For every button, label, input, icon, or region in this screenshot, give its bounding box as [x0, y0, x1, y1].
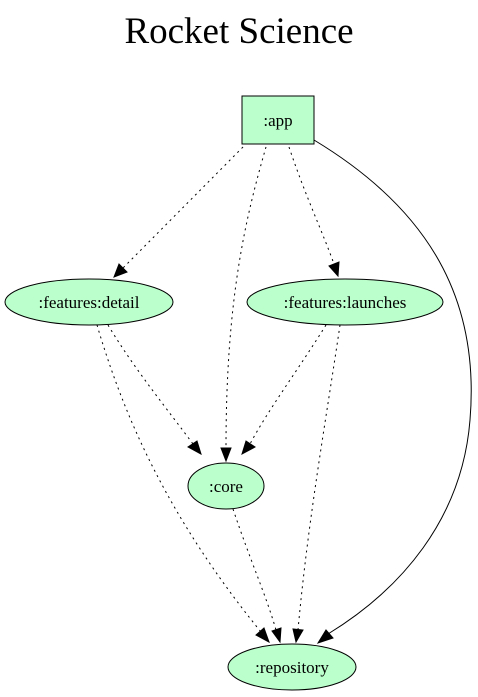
- node-shape: [227, 643, 357, 691]
- arrowhead-icon: [113, 263, 128, 278]
- node-label: :app: [263, 111, 292, 130]
- edge-line: [232, 508, 277, 631]
- node-shape: [241, 95, 315, 145]
- arrowhead-icon: [271, 627, 282, 644]
- edge-core-to-repository: [232, 508, 282, 644]
- edge-app-to-features-launches: [288, 146, 340, 278]
- node-core[interactable]: :core: [187, 462, 265, 510]
- node-app[interactable]: :app: [241, 95, 315, 145]
- edge-features-launches-to-core: [241, 324, 327, 456]
- node-label: :core: [209, 477, 243, 496]
- edge-line: [249, 324, 327, 445]
- edge-line: [288, 146, 335, 265]
- arrowhead-icon: [187, 440, 202, 456]
- edge-line: [107, 324, 194, 445]
- nodes-layer: :app :features:detail :features:launches :c…: [4, 95, 444, 691]
- edge-app-to-repository: [313, 139, 472, 644]
- arrowhead-icon: [328, 261, 340, 278]
- edge-app-to-features-detail: [113, 146, 244, 278]
- arrowhead-icon: [220, 447, 232, 463]
- edge-app-to-core: [220, 146, 267, 463]
- node-features-detail[interactable]: :features:detail: [4, 278, 174, 326]
- edge-features-detail-to-repository: [96, 324, 270, 644]
- node-shape: [4, 278, 174, 326]
- edges-layer: [96, 139, 472, 644]
- graph-title: Rocket Science: [124, 11, 353, 52]
- node-label: :features:launches: [284, 293, 407, 312]
- node-shape: [187, 462, 265, 510]
- arrowhead-icon: [292, 628, 304, 644]
- edge-line: [313, 139, 472, 635]
- edge-line: [225, 146, 267, 449]
- edge-features-launches-to-repository: [292, 324, 341, 644]
- edge-line: [96, 324, 262, 633]
- node-label: :repository: [255, 658, 329, 677]
- arrowhead-icon: [255, 627, 270, 644]
- arrowhead-icon: [316, 629, 334, 644]
- arrowhead-icon: [241, 440, 256, 456]
- node-repository[interactable]: :repository: [227, 643, 357, 691]
- edge-line: [122, 146, 244, 269]
- edge-line: [297, 324, 341, 631]
- node-shape: [246, 278, 444, 326]
- node-features-launches[interactable]: :features:launches: [246, 278, 444, 326]
- edge-features-detail-to-core: [107, 324, 202, 456]
- node-label: :features:detail: [38, 293, 139, 312]
